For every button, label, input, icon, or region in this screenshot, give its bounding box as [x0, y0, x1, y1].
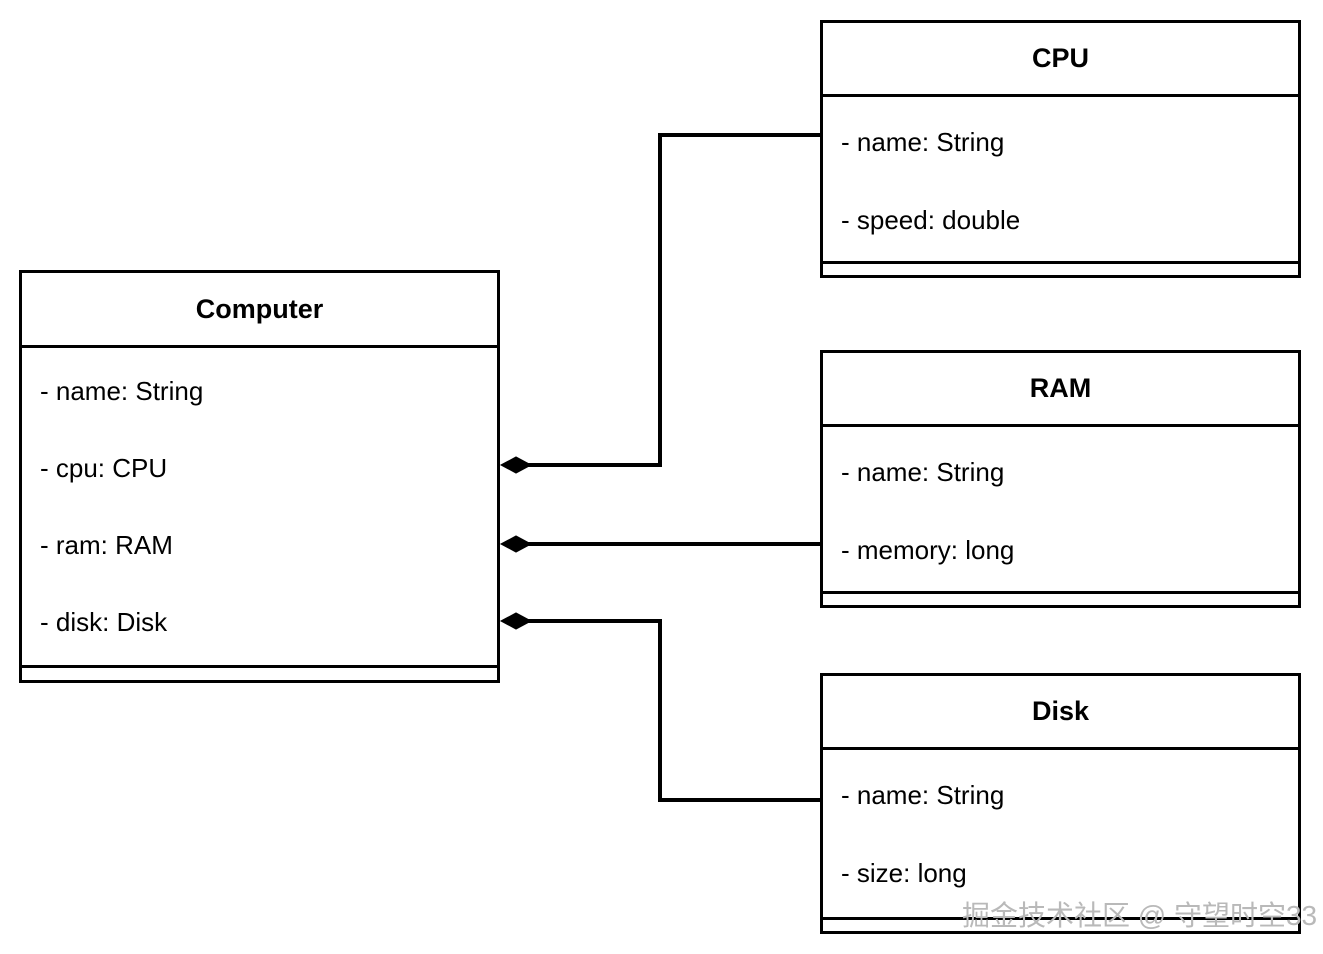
uml-class-disk[interactable]: Disk - name: String - size: long — [820, 673, 1301, 934]
uml-class-ram[interactable]: RAM - name: String - memory: long — [820, 350, 1301, 608]
attribute-row: - memory: long — [841, 535, 1015, 565]
attribute-row: - name: String — [841, 127, 1005, 157]
attribute-row: - name: String — [40, 376, 204, 406]
attribute-row: - name: String — [841, 780, 1005, 810]
relation-computer-cpu — [499, 133, 820, 474]
class-name-cpu: CPU — [823, 23, 1298, 97]
class-name-ram: RAM — [823, 353, 1298, 427]
attribute-row: - ram: RAM — [40, 530, 173, 560]
attribute-row: - disk: Disk — [40, 607, 168, 637]
attributes-disk: - name: String - size: long — [823, 750, 1298, 920]
class-name-disk: Disk — [823, 676, 1298, 750]
relation-computer-disk — [499, 612, 820, 802]
relation-line-computer-cpu — [520, 133, 820, 467]
uml-class-cpu[interactable]: CPU - name: String - speed: double — [820, 20, 1301, 278]
attribute-row: - speed: double — [841, 205, 1021, 235]
class-name-computer: Computer — [22, 273, 497, 348]
relation-computer-ram — [499, 535, 820, 553]
attributes-computer: - name: String - cpu: CPU - ram: RAM - d… — [22, 348, 497, 668]
attribute-row: - name: String — [841, 457, 1005, 487]
methods-disk — [823, 920, 1298, 928]
methods-ram — [823, 594, 1298, 602]
attributes-cpu: - name: String - speed: double — [823, 97, 1298, 264]
composition-diamond-disk — [499, 612, 533, 630]
attribute-row: - cpu: CPU — [40, 453, 168, 483]
methods-computer — [22, 668, 497, 676]
relation-line-computer-disk — [520, 619, 820, 802]
attribute-row: - size: long — [841, 858, 967, 888]
attributes-ram: - name: String - memory: long — [823, 427, 1298, 594]
uml-class-computer[interactable]: Computer - name: String - cpu: CPU - ram… — [19, 270, 500, 683]
composition-diamond-ram — [499, 535, 533, 553]
methods-cpu — [823, 264, 1298, 272]
composition-diamond-cpu — [499, 456, 533, 474]
